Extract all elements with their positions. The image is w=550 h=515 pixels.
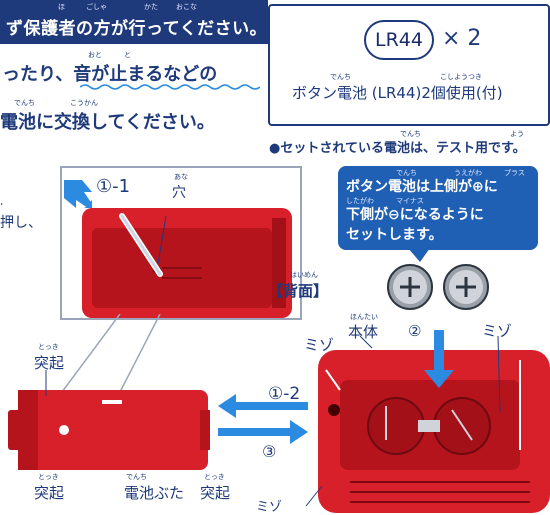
test-note: ●セットされている電池は、テスト用です。 [269, 141, 526, 156]
ruby-hontai: ほんたい [350, 313, 378, 321]
header-banner: ほ ごしゃ かた おこな ず保護者の方が行ってください。 [0, 0, 268, 44]
ruby-to: と [124, 51, 131, 59]
ruby-bubble-plus: プラス [504, 169, 525, 177]
left-fragment-mark: ’ [0, 202, 4, 213]
groove-label-bottom: ミゾ [256, 500, 283, 515]
back-label: 【背面】 [268, 282, 329, 300]
ruby-denchi-cover: でんち [126, 473, 147, 481]
ruby-gosha: ごしゃ [86, 3, 107, 11]
ruby-koukan: こうかん [70, 99, 98, 107]
zoom-callout [60, 166, 302, 320]
step-1-1-label: ①-1 [96, 176, 131, 197]
bubble-tail [408, 248, 430, 262]
protrusion-bottom-label: 突起 [34, 484, 65, 502]
ruby-ho: ほ [58, 3, 65, 11]
ruby-denchi-2: でんち [330, 73, 351, 81]
ruby-kata: かた [144, 3, 158, 11]
bubble-line3: セットします。 [346, 227, 443, 243]
protrusion-top-label: 突起 [34, 354, 65, 372]
step-2-label: ② [408, 322, 422, 340]
ruby-tokki-top: とっき [38, 343, 59, 351]
callout-pointer [61, 314, 161, 393]
device-body-illustration [318, 350, 550, 513]
ruby-denchi: でんち [14, 99, 35, 107]
bubble-line1: ボタン電池は上側が⊕に [346, 179, 498, 195]
ruby-you: よう [510, 130, 524, 138]
warning-block: おと と ったり、音が止まるなどの でんち こうかん 電池に交換してください。 [0, 48, 268, 158]
ruby-koshiyoutsuki: こしようつき [440, 73, 482, 81]
insert-arrow-icon [64, 180, 92, 208]
body-label: 本体 [348, 323, 379, 341]
battery-caption: ボタン電池 (LR44)2個使用(付) [292, 84, 503, 102]
protrusion-cover-label: 突起 [200, 484, 231, 502]
ruby-ana: あな [174, 173, 188, 181]
ruby-denchi-3: でんち [400, 130, 421, 138]
header-banner-text: ず保護者の方が行ってください。 [6, 19, 268, 39]
wavy-underline [80, 84, 260, 90]
instruction-bubble: でんち うえがわ プラス ボタン電池は上側が⊕に したがわ マイナス 下側が⊖に… [338, 166, 538, 250]
battery-cover-illustration [8, 390, 210, 470]
label-pointers [305, 335, 501, 507]
ruby-bubble-denchi: でんち [396, 169, 417, 177]
groove-label-right: ミゾ [482, 322, 513, 340]
ruby-tokki-bottom: とっき [38, 473, 59, 481]
groove-label-left: ミゾ [304, 336, 335, 354]
slide-arrows [218, 394, 308, 444]
insert-down-arrow-icon [424, 330, 454, 388]
battery-multiplier: × 2 [442, 26, 482, 51]
step-1-2-label: ①-2 [268, 384, 301, 404]
battery-oval: LR44 [364, 20, 434, 60]
ruby-bubble-uegawa: うえがわ [454, 169, 482, 177]
ruby-bubble-shitagawa: したがわ [346, 197, 374, 205]
button-cells [387, 264, 489, 310]
step-3-label: ③ [262, 442, 277, 461]
warning-line1: ったり、音が止まるなどの [2, 64, 218, 85]
battery-cover-label: 電池ぶた [124, 484, 185, 502]
battery-info-box: LR44 × 2 でんち こしようつき ボタン電池 (LR44)2個使用(付) [268, 4, 550, 126]
ruby-haimen: はいめん [290, 271, 318, 279]
ruby-bubble-minus: マイナス [396, 197, 424, 205]
left-fragment-text: 押し、 [0, 215, 42, 231]
battery-label: LR44 [375, 29, 423, 51]
bubble-line2: 下側が⊖になるように [346, 207, 484, 223]
ruby-oto: おと [88, 51, 102, 59]
zoom-illustration [82, 208, 292, 318]
ruby-tokki-cover: とっき [204, 473, 225, 481]
hole-label: 穴 [172, 185, 186, 201]
warning-line2: 電池に交換してください。 [0, 112, 215, 133]
ruby-okona: おこな [176, 3, 197, 11]
